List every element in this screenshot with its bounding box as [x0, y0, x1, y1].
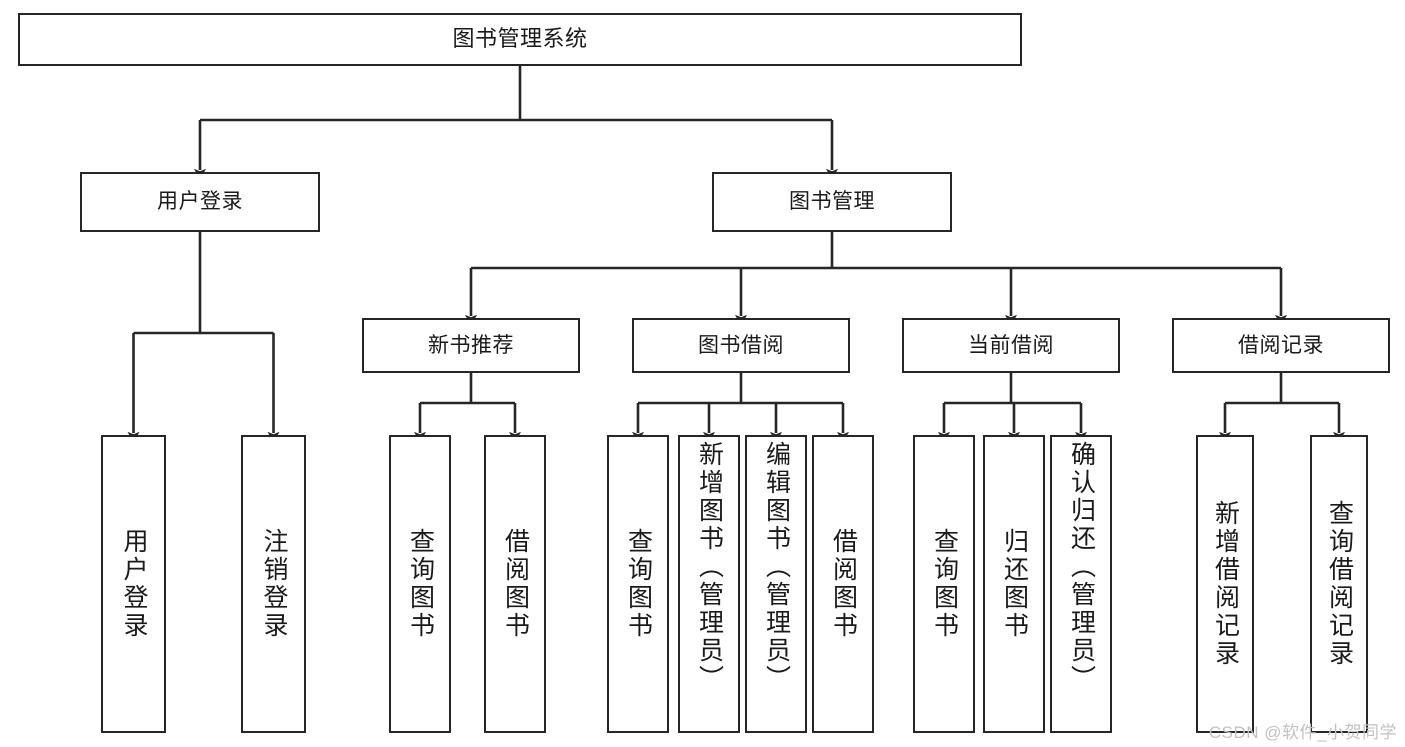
node-label: 新增图书（管理员） — [695, 441, 724, 693]
node-root[interactable]: 图书管理系统 — [18, 13, 1022, 66]
node-book-manage[interactable]: 图书管理 — [712, 172, 952, 232]
node-label: 新书推荐 — [428, 333, 514, 357]
node-label: 借阅记录 — [1238, 333, 1324, 357]
node-label: 编辑图书（管理员） — [762, 441, 791, 693]
node-leaf-query-record[interactable]: 查询借阅记录 — [1310, 435, 1368, 733]
csdn-watermark: CSDN @软件_小贺同学 — [1208, 723, 1397, 742]
node-label: 新增借阅记录 — [1211, 500, 1240, 668]
node-leaf-add-book[interactable]: 新增图书（管理员） — [678, 435, 740, 733]
node-label: 注销登录 — [260, 528, 288, 640]
node-leaf-query-book-1[interactable]: 查询图书 — [389, 435, 451, 733]
node-leaf-add-record[interactable]: 新增借阅记录 — [1196, 435, 1254, 733]
node-new-book-recommend[interactable]: 新书推荐 — [362, 318, 580, 373]
node-label: 图书借阅 — [698, 333, 784, 357]
node-label: 查询图书 — [406, 528, 435, 640]
node-leaf-logout-login[interactable]: 注销登录 — [241, 435, 306, 733]
node-current-borrow[interactable]: 当前借阅 — [902, 318, 1120, 373]
node-leaf-user-login[interactable]: 用户登录 — [101, 435, 166, 733]
node-leaf-query-book-3[interactable]: 查询图书 — [913, 435, 975, 733]
node-label: 查询图书 — [624, 528, 653, 640]
node-user-login[interactable]: 用户登录 — [80, 172, 320, 232]
node-label: 查询图书 — [930, 528, 959, 640]
node-book-borrow[interactable]: 图书借阅 — [632, 318, 850, 373]
node-leaf-borrow-book-2[interactable]: 借阅图书 — [812, 435, 874, 733]
node-label: 用户登录 — [157, 190, 243, 214]
node-label: 归还图书 — [1000, 528, 1029, 640]
node-leaf-return-book[interactable]: 归还图书 — [983, 435, 1045, 733]
node-label: 查询借阅记录 — [1325, 500, 1354, 668]
node-borrow-record[interactable]: 借阅记录 — [1172, 318, 1390, 373]
node-label: 用户登录 — [120, 528, 148, 640]
node-leaf-confirm-return[interactable]: 确认归还（管理员） — [1050, 435, 1112, 733]
node-leaf-edit-book[interactable]: 编辑图书（管理员） — [745, 435, 807, 733]
node-label: 借阅图书 — [501, 528, 530, 640]
node-label: 图书管理系统 — [452, 26, 588, 52]
node-label: 确认归还（管理员） — [1067, 441, 1096, 693]
node-label: 当前借阅 — [968, 333, 1054, 357]
node-label: 图书管理 — [789, 190, 875, 214]
node-leaf-borrow-book-1[interactable]: 借阅图书 — [484, 435, 546, 733]
node-label: 借阅图书 — [829, 528, 858, 640]
node-leaf-query-book-2[interactable]: 查询图书 — [607, 435, 669, 733]
